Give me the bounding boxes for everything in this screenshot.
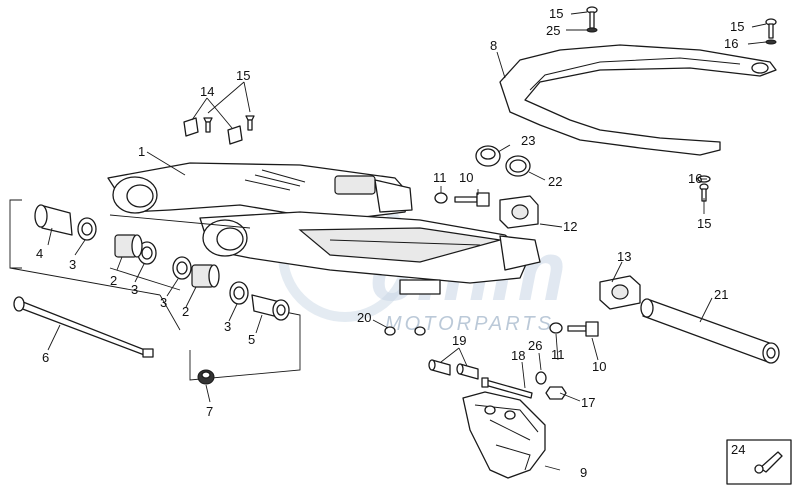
part-6-pivot-shaft xyxy=(13,296,154,358)
callout-15: 15 xyxy=(236,68,250,83)
callout-16: 16 xyxy=(724,36,738,51)
callout-1: 1 xyxy=(138,144,145,159)
callout-14: 14 xyxy=(200,84,214,99)
callout-4: 4 xyxy=(36,246,43,261)
callout-13: 13 xyxy=(617,249,631,264)
callout-15: 15 xyxy=(730,19,744,34)
callout-3: 3 xyxy=(160,295,167,310)
part-14-clips xyxy=(183,117,243,145)
part-19-spacers xyxy=(428,359,479,380)
callout-10: 10 xyxy=(592,359,606,374)
callout-7: 7 xyxy=(206,404,213,419)
callout-6: 6 xyxy=(42,350,49,365)
part-4-bushing xyxy=(34,204,73,236)
part-20-washer-a xyxy=(384,326,396,336)
part-25-washer xyxy=(586,27,598,33)
part-22-seal xyxy=(505,155,531,177)
swing-arm xyxy=(107,162,541,295)
callout-17: 17 xyxy=(581,395,595,410)
callout-26: 26 xyxy=(528,338,542,353)
part-15-screw-mid xyxy=(699,183,709,202)
callout-8: 8 xyxy=(490,38,497,53)
callout-3: 3 xyxy=(69,257,76,272)
callout-3: 3 xyxy=(131,282,138,297)
part-10-bolt-upper xyxy=(454,192,490,207)
bracket-left xyxy=(9,199,22,269)
part-5-sleeve xyxy=(251,294,290,321)
callout-5: 5 xyxy=(248,332,255,347)
part-20-washer-b xyxy=(414,326,426,336)
callout-2: 2 xyxy=(182,304,189,319)
part-11-washer-upper xyxy=(434,192,448,204)
part-15-screw-right xyxy=(765,18,777,39)
part-10-bolt-lower xyxy=(567,321,599,337)
callout-2: 2 xyxy=(110,273,117,288)
callout-labels: 1 2 2 3 3 3 3 4 5 6 7 8 9 10 10 11 11 12… xyxy=(36,6,745,480)
callout-25: 25 xyxy=(546,23,560,38)
callout-10: 10 xyxy=(459,170,473,185)
callout-11: 11 xyxy=(551,347,565,362)
callout-19: 19 xyxy=(452,333,466,348)
callout-12: 12 xyxy=(563,219,577,234)
callout-21: 21 xyxy=(714,287,728,302)
callout-24: 24 xyxy=(731,442,745,457)
callout-15: 15 xyxy=(697,216,711,231)
part-23-nut xyxy=(475,145,501,167)
part-21-axle xyxy=(640,298,780,364)
callout-22: 22 xyxy=(548,174,562,189)
part-15-screws xyxy=(203,115,255,133)
callout-11: 11 xyxy=(433,170,447,185)
callout-16: 16 xyxy=(688,171,702,186)
part-16-washer-top xyxy=(765,39,777,45)
callout-15: 15 xyxy=(549,6,563,21)
part-2-bearing-b xyxy=(191,264,220,288)
part-18-bolt xyxy=(481,377,533,399)
part-2-bearing-a xyxy=(114,234,143,258)
part-26-washer xyxy=(535,371,547,385)
part-12-block xyxy=(499,195,539,229)
part-17-nut xyxy=(545,386,567,400)
watermark-sub: MOTORPARTS xyxy=(385,313,554,335)
part-8-chain-guide xyxy=(499,44,777,156)
callout-3: 3 xyxy=(224,319,231,334)
callout-20: 20 xyxy=(357,310,371,325)
part-15-screw-top xyxy=(586,6,598,29)
part-13-block xyxy=(599,275,641,310)
leader-lines xyxy=(47,11,767,471)
callout-9: 9 xyxy=(580,465,587,480)
part-7-nut xyxy=(197,369,215,385)
callout-18: 18 xyxy=(511,348,525,363)
callout-23: 23 xyxy=(521,133,535,148)
part-9-chain-slider xyxy=(462,391,546,479)
part-24-inset xyxy=(726,439,792,485)
part-11-washer-lower xyxy=(549,322,563,334)
